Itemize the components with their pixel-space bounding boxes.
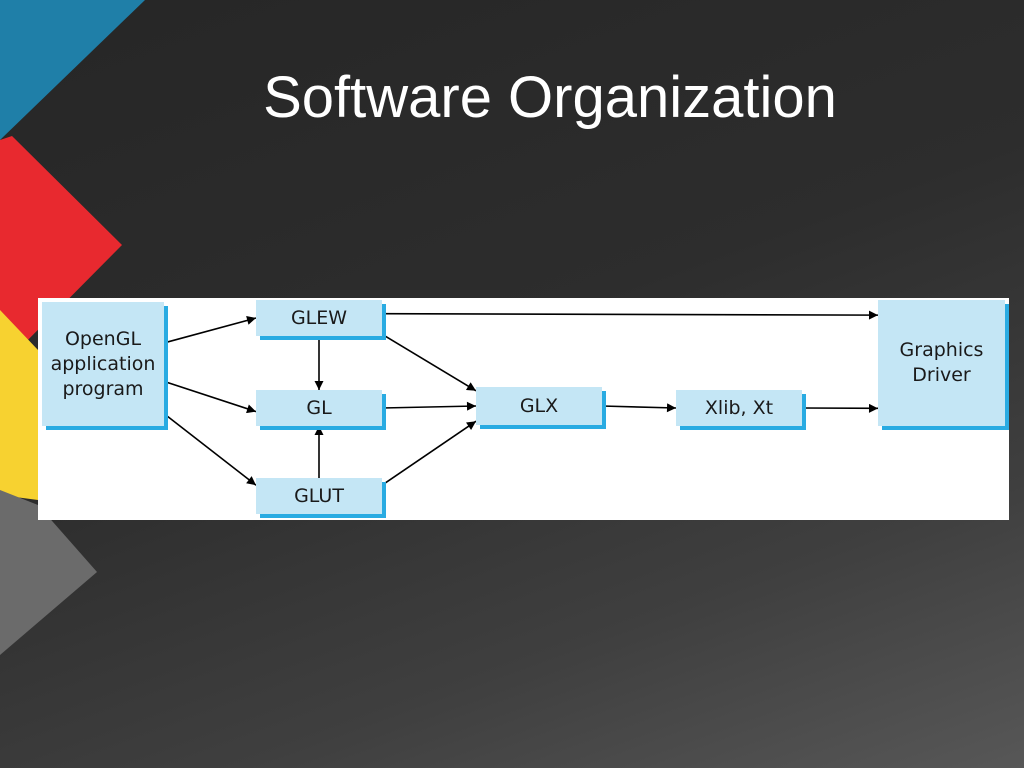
glut-box: GLUT xyxy=(256,478,382,514)
gl-label: GL xyxy=(306,396,332,419)
edge-glew-to-driver xyxy=(381,310,879,320)
edge-glx-to-xlib xyxy=(601,403,677,413)
graphics-driver-box: Graphics Driver xyxy=(878,300,1005,426)
glx-box: GLX xyxy=(476,387,602,425)
gray-shape xyxy=(0,490,97,655)
diagram-edges xyxy=(163,310,879,486)
corner-decoration xyxy=(0,0,145,655)
yellow-shape xyxy=(0,310,38,500)
teal-shape xyxy=(0,0,145,140)
edge-opengl-app-to-glut xyxy=(163,412,257,486)
xlib-box: Xlib, Xt xyxy=(676,390,802,426)
glut-label: GLUT xyxy=(294,484,344,507)
glx-label: GLX xyxy=(519,394,559,417)
edge-gl-to-glx xyxy=(381,401,477,411)
graphics-driver-label: Graphics Driver xyxy=(899,339,984,386)
gl-box: GL xyxy=(256,390,382,426)
glew-label: GLEW xyxy=(290,306,348,329)
edge-opengl-app-to-gl xyxy=(163,380,257,414)
edge-glut-to-glx xyxy=(381,420,477,486)
opengl-app-label: OpenGL application program xyxy=(50,327,156,400)
red-shape xyxy=(0,136,122,356)
edge-opengl-app-to-glew xyxy=(163,316,257,344)
diagram-panel: OpenGL application program GLEW GL GLUT … xyxy=(38,298,1009,520)
opengl-app-box: OpenGL application program xyxy=(42,302,164,426)
glew-box: GLEW xyxy=(256,300,382,336)
xlib-label: Xlib, Xt xyxy=(704,396,774,419)
slide-title: Software Organization xyxy=(263,65,837,130)
edge-glew-to-glx xyxy=(381,333,477,392)
